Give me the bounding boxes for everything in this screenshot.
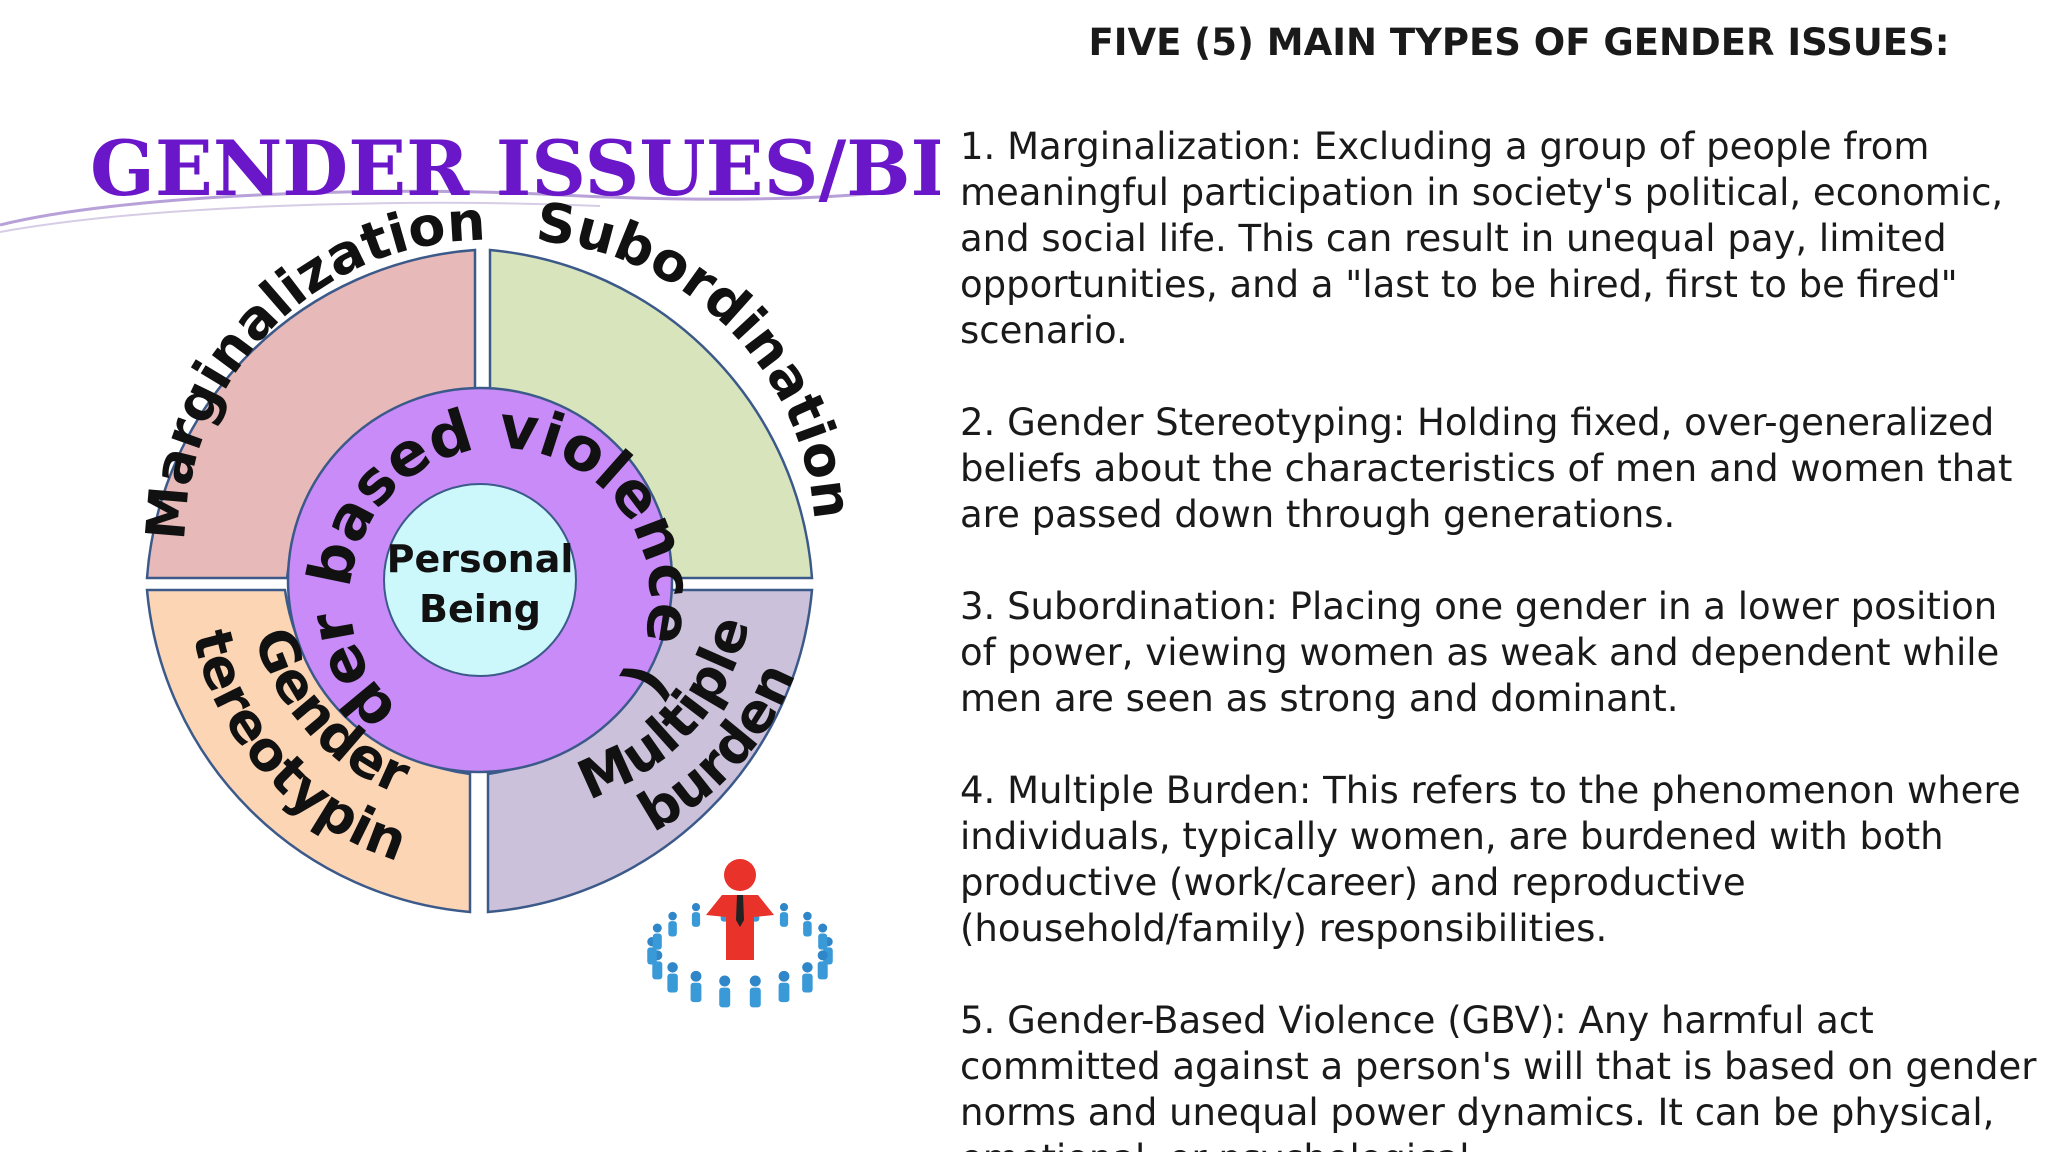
crowd-figure-body [719,987,731,1008]
crowd-figure-body [778,982,790,1003]
center-label-line1: Personal [387,537,574,581]
issue-item-stereotyping: 2. Gender Stereotyping: Holding fixed, o… [960,401,2013,536]
center-personal-being [383,483,577,677]
leader-figure-tie [736,895,744,927]
crowd-figure-body [690,982,702,1003]
crowd-figure-body [779,912,789,927]
issue-item-subordination: 3. Subordination: Placing one gender in … [960,585,2000,720]
crowd-figure-head [802,962,813,973]
leader-figure-head [724,859,756,891]
crowd-figure-body [652,933,662,950]
crowd-figure-head [779,903,789,912]
text-panel: FIVE (5) MAIN TYPES OF GENDER ISSUES: 1.… [960,14,2038,1152]
crowd-figure-head [691,903,701,912]
diagram-title: GENDER ISSUES/BIASES [90,124,940,213]
crowd-figure-body [818,933,828,950]
crowd-figure-head [652,923,662,933]
crowd-figure-body [667,973,678,993]
issue-item-multiple-burden: 4. Multiple Burden: This refers to the p… [960,769,2021,950]
crowd-figure-head [719,975,731,987]
leader-figure-body [706,895,774,960]
crowd-figure-head [818,923,828,933]
crowd-figure-body [803,921,812,937]
crowd-figure-head [778,970,790,982]
crowd-figure-head [690,970,702,982]
crowd-figure-head [668,911,677,921]
crowd-figure-body [652,961,663,980]
crowd-figure-head [817,950,828,961]
crowd-figure-head [803,911,812,921]
text-heading: FIVE (5) MAIN TYPES OF GENDER ISSUES: [1088,21,1950,64]
issue-item-gbv: 5. Gender-Based Violence (GBV): Any harm… [960,999,2037,1152]
gender-issues-diagram: GENDER ISSUES/BIASES Marginalization Sub… [0,0,940,1152]
crowd-figure-body [817,961,828,980]
title-swoosh [0,188,901,227]
people-circle-leader-icon [647,859,833,1008]
title-swoosh-secondary [0,201,601,233]
center-label-line2: Being [419,587,541,631]
crowd-figure-body [647,947,657,965]
crowd-figure-body [749,987,761,1008]
issue-item-marginalization: 1. Marginalization: Excluding a group of… [960,125,2004,352]
crowd-figure-body [691,912,701,927]
crowd-figure-head [667,962,678,973]
crowd-figure-head [749,975,761,987]
crowd-figure-body [668,921,677,937]
crowd-figure-body [802,973,813,993]
